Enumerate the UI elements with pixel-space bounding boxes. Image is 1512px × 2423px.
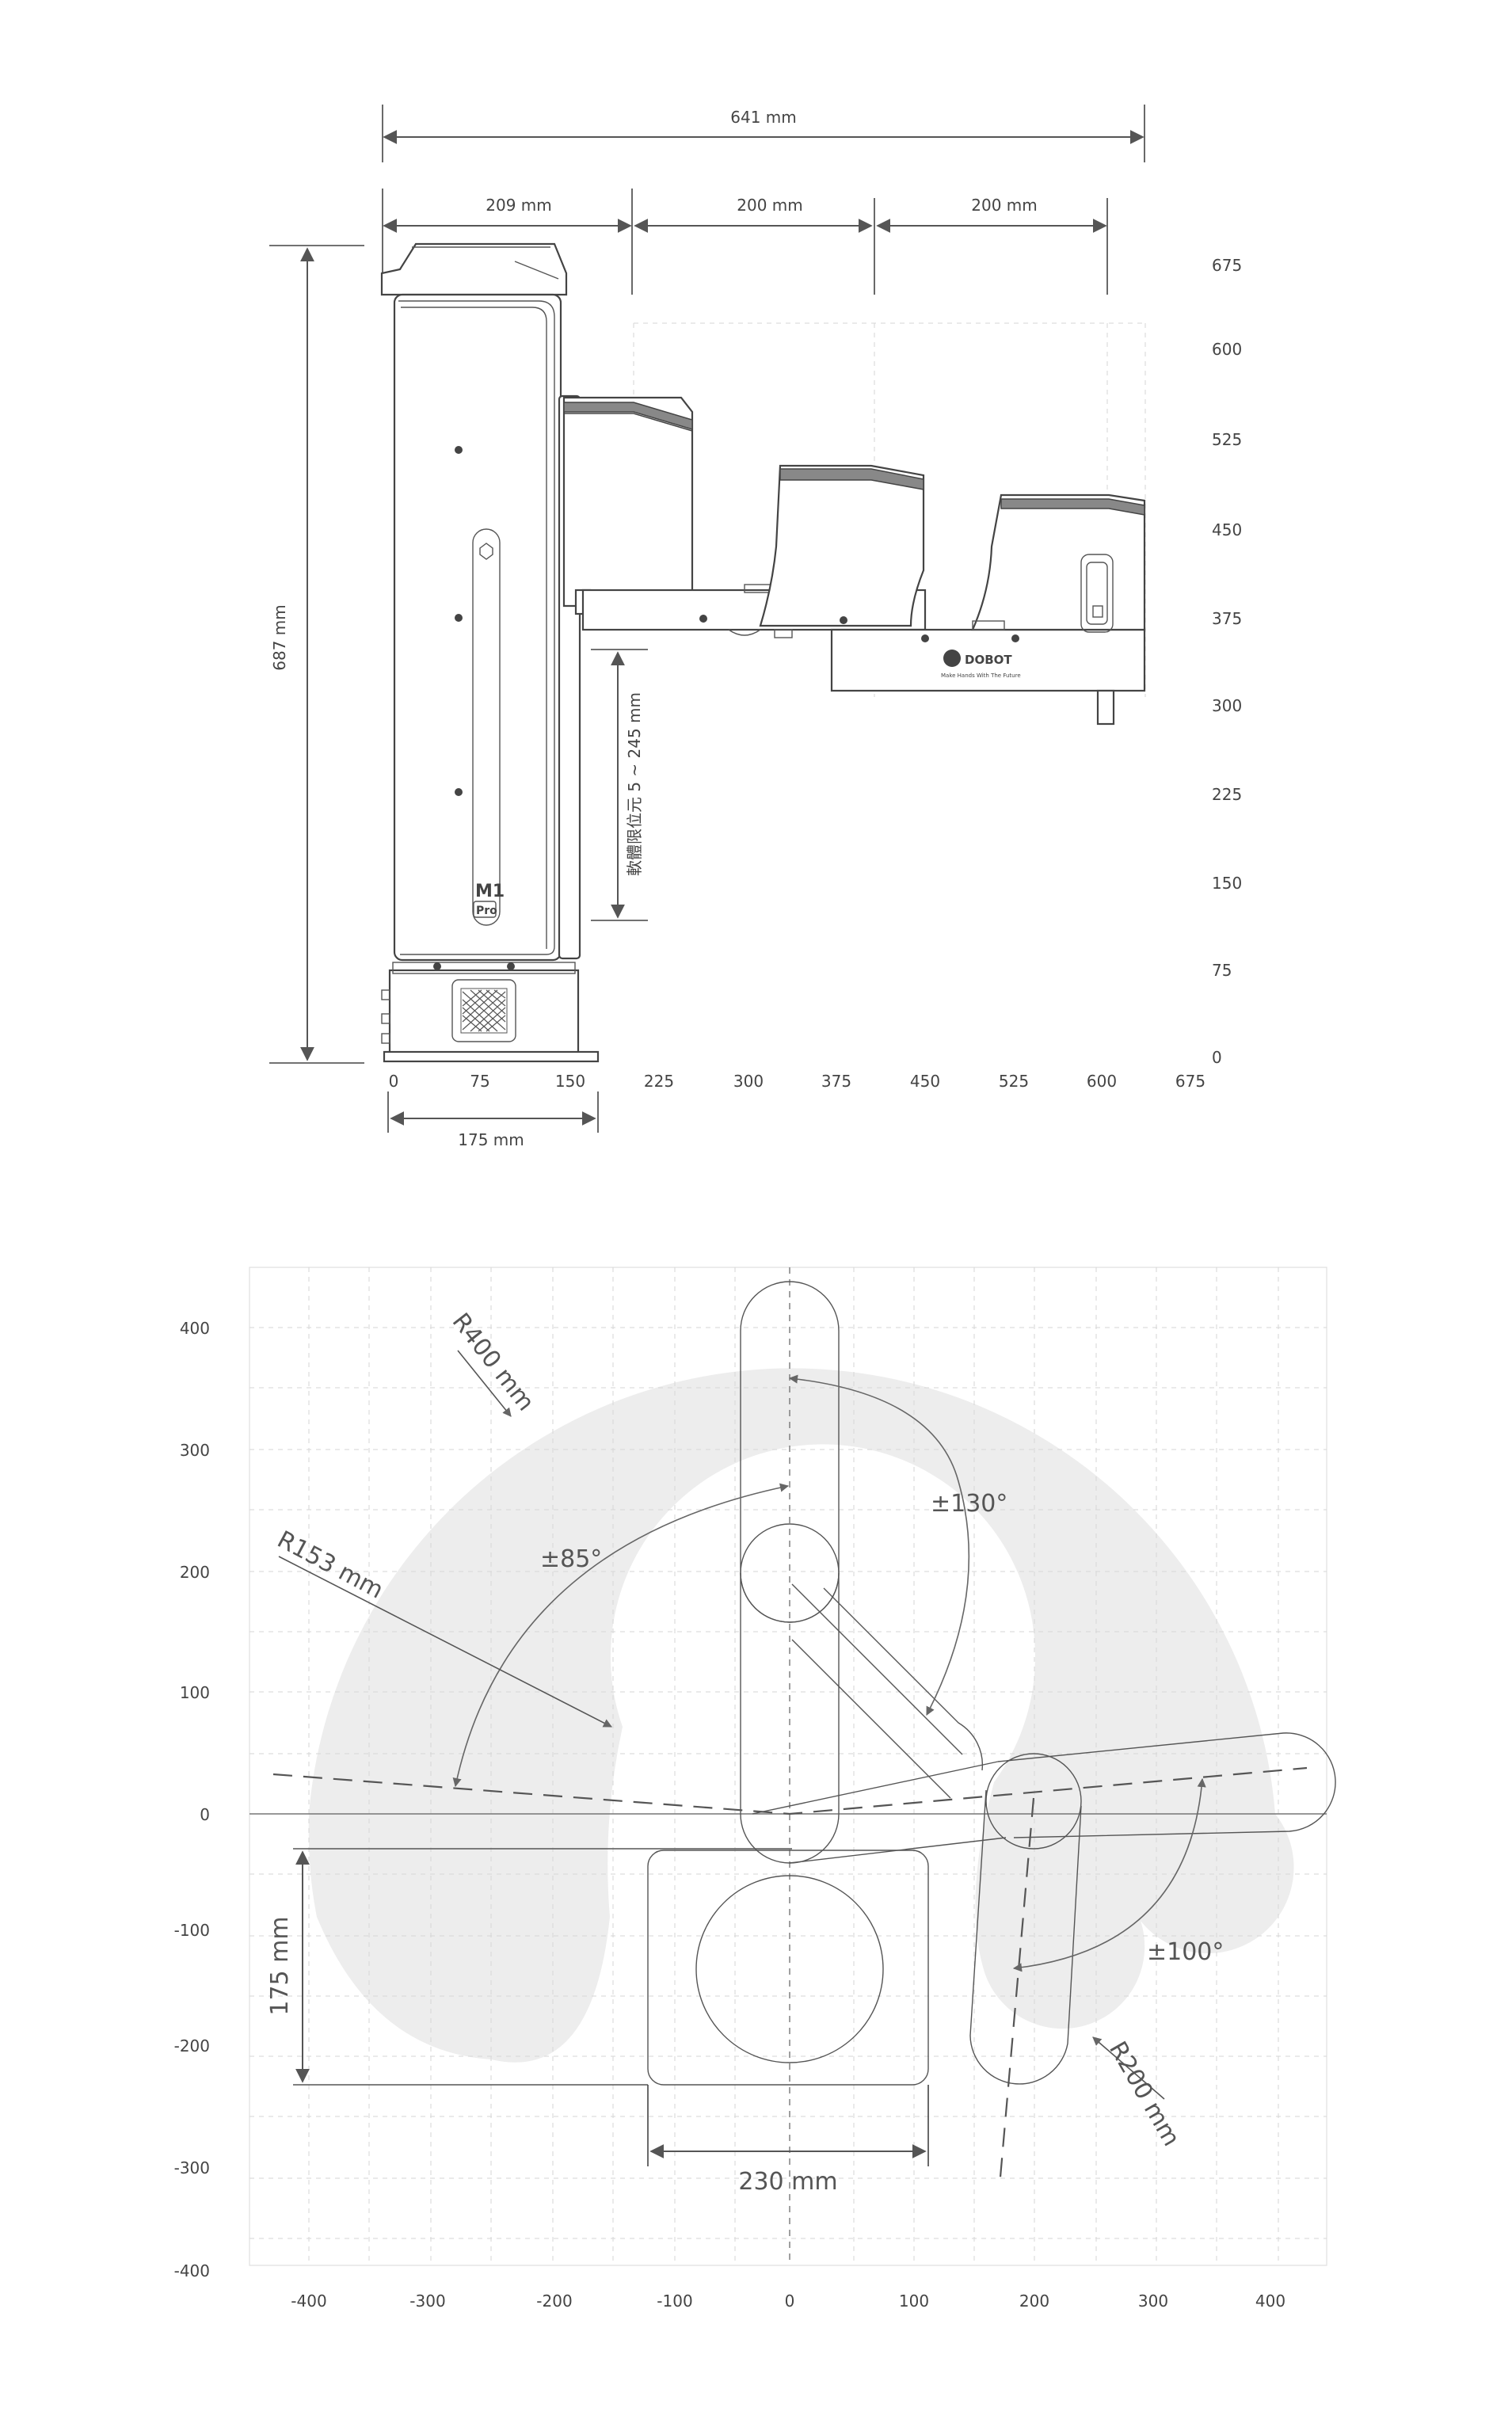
base-footprint — [293, 1848, 929, 2086]
top-x-tick: -400 — [291, 2292, 326, 2311]
dim-230-label: 230 mm — [738, 2168, 837, 2196]
dim-height: 687 mm — [269, 245, 364, 1064]
dim-base-width-label: 209 mm — [486, 196, 552, 215]
dim-stroke: 軟體限位元 5 ~ 245 mm — [591, 649, 648, 921]
label-angle-85: ±85° — [540, 1545, 602, 1573]
side-x-tick: 150 — [555, 1072, 585, 1091]
label-r400: R400 mm — [447, 1308, 540, 1416]
top-x-tick: 300 — [1138, 2292, 1168, 2311]
side-y-tick: 150 — [1212, 874, 1242, 893]
leader-r153 — [278, 1556, 612, 1728]
label-r153: R153 mm — [272, 1526, 387, 1604]
arc-130 — [788, 1374, 970, 1716]
arc-85 — [452, 1483, 790, 1788]
label-r200: R200 mm — [1103, 2037, 1185, 2151]
dim-segments: 209 mm 200 mm 200 mm — [382, 189, 1108, 295]
side-y-tick: 225 — [1212, 785, 1242, 804]
model-badge: M1 — [475, 882, 505, 901]
hex-bolt-icon — [479, 543, 493, 560]
top-x-axis: -400 -300 -200 -100 0 100 200 300 400 — [291, 2292, 1285, 2311]
robot-base — [381, 962, 600, 1063]
side-y-tick: 75 — [1212, 961, 1232, 980]
top-y-tick: -300 — [174, 2158, 210, 2177]
arm1-housing — [562, 396, 694, 608]
top-x-tick: 0 — [785, 2292, 795, 2311]
top-x-tick: -100 — [657, 2292, 692, 2311]
label-angle-100: ±100° — [1147, 1938, 1224, 1966]
top-y-tick: -100 — [174, 1921, 210, 1940]
screw-3 — [455, 788, 463, 796]
side-x-tick: 0 — [389, 1072, 399, 1091]
side-y-tick: 450 — [1212, 520, 1242, 539]
top-view: 175 mm 230 mm R400 mm R153 mm R200 mm ±8… — [174, 1267, 1336, 2311]
dobot-logo-icon — [943, 650, 961, 667]
workspace-area — [308, 1368, 1294, 2063]
top-y-tick: 200 — [180, 1563, 210, 1582]
side-y-tick: 375 — [1212, 609, 1242, 628]
side-x-tick: 450 — [910, 1072, 940, 1091]
model-sub: Pro — [476, 905, 497, 917]
dim-arm1-label: 200 mm — [737, 196, 803, 215]
side-x-tick: 675 — [1175, 1072, 1205, 1091]
screw-1 — [455, 446, 463, 454]
top-y-tick: 0 — [200, 1805, 210, 1824]
leader-r200 — [1092, 2036, 1165, 2100]
side-y-tick: 675 — [1212, 256, 1242, 275]
dim-175-label: 175 mm — [266, 1916, 294, 2015]
top-y-tick: -400 — [174, 2261, 210, 2280]
top-y-tick: -200 — [174, 2036, 210, 2055]
arc-100 — [1012, 1777, 1206, 1972]
arm2-housing — [759, 464, 925, 627]
vent-grille — [460, 988, 508, 1034]
top-x-tick: 200 — [1019, 2292, 1049, 2311]
side-y-tick: 600 — [1212, 340, 1242, 359]
side-y-tick: 300 — [1212, 696, 1242, 715]
top-x-tick: 400 — [1255, 2292, 1285, 2311]
side-x-tick: 375 — [821, 1072, 851, 1091]
joint1-limit-lines — [272, 1766, 1308, 1815]
dim-footprint-label: 175 mm — [458, 1130, 524, 1149]
side-view: 641 mm 209 mm 200 mm 200 mm 687 mm — [269, 105, 1242, 1149]
dim-total-width: 641 mm — [382, 105, 1145, 162]
side-x-tick: 225 — [644, 1072, 674, 1091]
dim-footprint: 175 mm — [387, 1091, 599, 1149]
dobot-tagline: Make Hands With The Future — [941, 672, 1021, 679]
robot-column: M1 Pro — [380, 242, 568, 962]
dim-stroke-label: 軟體限位元 5 ~ 245 mm — [625, 692, 644, 876]
top-y-tick: 400 — [180, 1319, 210, 1338]
side-x-tick: 525 — [999, 1072, 1029, 1091]
column-slot — [472, 528, 501, 926]
side-y-tick: 0 — [1212, 1048, 1222, 1067]
dim-arm2-label: 200 mm — [971, 196, 1038, 215]
side-x-tick: 75 — [470, 1072, 489, 1091]
label-angle-130: ±130° — [931, 1490, 1007, 1518]
top-y-tick: 300 — [180, 1441, 210, 1460]
side-y-tick: 525 — [1212, 430, 1242, 449]
top-y-tick: 100 — [180, 1683, 210, 1702]
dobot-logo-text: DOBOT — [965, 653, 1012, 667]
leader-r400 — [457, 1350, 512, 1417]
dim-height-label: 687 mm — [270, 604, 289, 671]
top-x-tick: -300 — [409, 2292, 445, 2311]
side-x-tick: 300 — [733, 1072, 764, 1091]
top-view-grid — [249, 1267, 1327, 2266]
top-x-tick: -200 — [536, 2292, 572, 2311]
side-x-axis: 0 75 150 225 300 375 450 525 600 675 — [389, 1072, 1205, 1091]
side-x-tick: 600 — [1087, 1072, 1117, 1091]
top-y-axis: 400 300 200 100 0 -100 -200 -300 -400 — [174, 1319, 210, 2280]
dim-total-width-label: 641 mm — [730, 108, 797, 127]
forearm: DOBOT Make Hands With The Future — [830, 493, 1146, 726]
screw-2 — [455, 614, 463, 622]
side-y-axis: 675 600 525 450 375 300 225 150 75 0 — [1212, 256, 1242, 1067]
top-x-tick: 100 — [899, 2292, 929, 2311]
